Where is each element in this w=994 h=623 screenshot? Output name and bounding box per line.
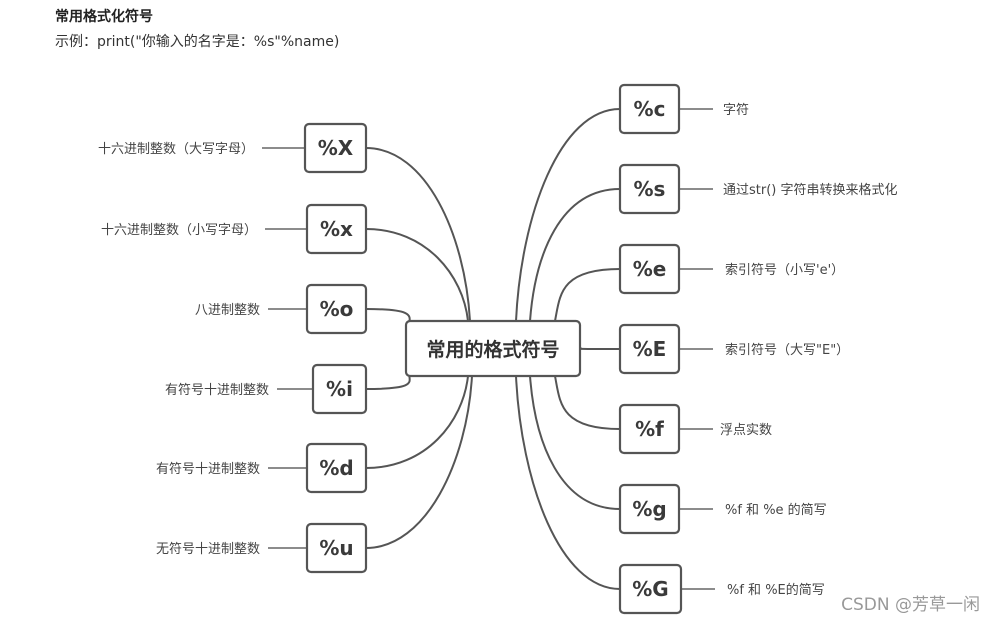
format-node-right-6: %G bbox=[618, 563, 683, 615]
format-code: %f bbox=[635, 417, 664, 441]
format-description: 十六进制整数（大写字母） bbox=[98, 142, 254, 157]
format-node-right-1: %s bbox=[618, 163, 681, 215]
connector-left-1 bbox=[365, 228, 469, 322]
format-description: %f 和 %E的简写 bbox=[727, 582, 825, 598]
format-description: 有符号十进制整数 bbox=[165, 382, 269, 398]
format-description: 八进制整数 bbox=[195, 303, 260, 318]
connector-left-3 bbox=[365, 369, 411, 390]
connector-right-6 bbox=[515, 375, 621, 590]
format-code: %E bbox=[633, 337, 667, 361]
format-node-left-1: %x bbox=[305, 203, 368, 255]
format-code: %d bbox=[319, 456, 353, 480]
format-description: 字符 bbox=[723, 102, 749, 118]
connector-right-3 bbox=[577, 347, 621, 350]
format-description: 无符号十进制整数 bbox=[156, 541, 260, 557]
format-node-left-5: %u bbox=[305, 522, 368, 574]
connector-right-4 bbox=[554, 375, 621, 430]
format-node-left-4: %d bbox=[305, 442, 368, 494]
format-code: %i bbox=[326, 377, 353, 401]
format-node-right-2: %e bbox=[618, 243, 681, 295]
format-code: %u bbox=[319, 536, 353, 560]
format-node-right-5: %g bbox=[618, 483, 681, 535]
format-description: %f 和 %e 的简写 bbox=[725, 502, 827, 518]
format-node-right-4: %f bbox=[618, 403, 681, 455]
format-node-right-0: %c bbox=[618, 83, 681, 135]
center-node: 常用的格式符号 bbox=[404, 319, 582, 378]
format-description: 浮点实数 bbox=[720, 423, 772, 438]
format-description: 索引符号（小写'e'） bbox=[725, 262, 844, 278]
connector-right-2 bbox=[554, 268, 621, 322]
page-title: 常用格式化符号 bbox=[55, 9, 153, 25]
format-code: %x bbox=[320, 217, 353, 241]
connector-left-5 bbox=[365, 375, 473, 549]
format-code: %G bbox=[632, 577, 668, 601]
connector-right-0 bbox=[515, 108, 621, 322]
format-node-right-3: %E bbox=[618, 323, 681, 375]
connector-right-1 bbox=[529, 188, 621, 322]
format-description: 通过str() 字符串转换来格式化 bbox=[723, 182, 898, 198]
watermark: CSDN @芳草一闲 bbox=[841, 595, 980, 615]
format-node-left-2: %o bbox=[305, 283, 368, 335]
format-description: 有符号十进制整数 bbox=[156, 461, 260, 477]
format-code: %o bbox=[320, 297, 354, 321]
format-description: 索引符号（大写"E"） bbox=[725, 342, 849, 358]
format-code: %c bbox=[634, 97, 666, 121]
format-description: 十六进制整数（小写字母） bbox=[101, 223, 257, 238]
center-label: 常用的格式符号 bbox=[426, 338, 559, 361]
format-node-left-3: %i bbox=[311, 363, 368, 415]
format-node-left-0: %X bbox=[303, 122, 368, 174]
example-text: 示例：print("你输入的名字是：%s"%name) bbox=[55, 34, 340, 50]
format-code: %s bbox=[634, 177, 666, 201]
connector-left-4 bbox=[365, 375, 469, 469]
connector-left-0 bbox=[365, 147, 471, 322]
connector-right-5 bbox=[529, 375, 621, 510]
format-code: %e bbox=[633, 257, 667, 281]
connector-left-2 bbox=[365, 308, 411, 331]
format-code: %g bbox=[632, 497, 666, 521]
format-code: %X bbox=[318, 136, 354, 160]
